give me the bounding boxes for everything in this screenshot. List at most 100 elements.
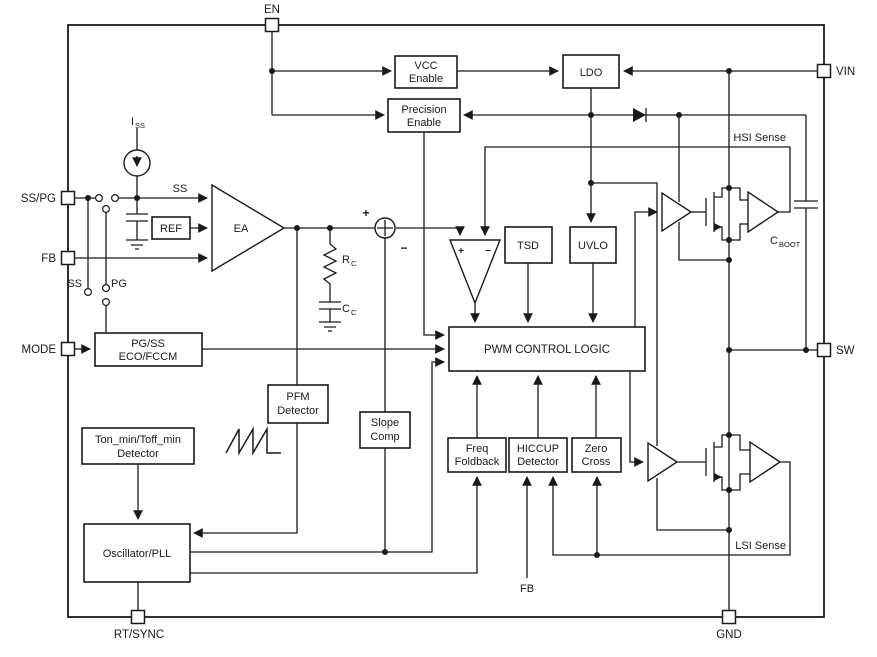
freq-label1: Freq xyxy=(466,443,489,455)
switch-contact xyxy=(101,284,110,293)
ls-mosfet-icon xyxy=(705,434,729,491)
ss-wire-label: SS xyxy=(173,183,188,195)
mode-pin-label: MODE xyxy=(22,344,57,356)
functional-blocks: VCC Enable Precision Enable LDO REF EA T… xyxy=(81,54,646,583)
pfm-to-osc xyxy=(193,423,298,538)
oscillator-block xyxy=(83,523,191,583)
slope-label2: Comp xyxy=(370,431,399,443)
wire-labels: I SS SS SS PG R C C C C BOOT HSI Sense L… xyxy=(67,116,800,595)
en-pin-label: EN xyxy=(264,4,280,16)
ls-sense-amplifier xyxy=(730,434,782,491)
ref-block xyxy=(151,216,191,240)
uvlo-block xyxy=(569,226,617,264)
precision-enable-block xyxy=(387,98,461,133)
hsi-sense-wire xyxy=(480,146,791,236)
oscillator-label: Oscillator/PLL xyxy=(103,548,171,560)
compensation-ground-icon xyxy=(319,321,341,332)
ss-capacitor-icon xyxy=(126,213,148,222)
iss-label-sub: SS xyxy=(135,121,145,130)
lsi-sense-label: LSI Sense xyxy=(735,540,786,552)
switch-contact xyxy=(101,205,110,214)
pfm-detector-block xyxy=(267,384,329,424)
gnd-pin-label: GND xyxy=(716,629,742,641)
pgss-label1: PG/SS xyxy=(131,338,165,350)
rtsync-pin-label: RT/SYNC xyxy=(114,629,164,641)
ls-gate-driver xyxy=(647,441,679,483)
compensation-capacitor-icon xyxy=(319,301,341,322)
vin-pin-label: VIN xyxy=(836,66,855,78)
hsi-sense-label: HSI Sense xyxy=(733,132,786,144)
pwm-to-hs-driver xyxy=(634,207,658,327)
zero-label1: Zero xyxy=(585,443,608,455)
junction-dots xyxy=(85,68,809,558)
tsd-label: TSD xyxy=(517,240,539,252)
ea-label: EA xyxy=(234,223,249,235)
pg-switch-label: PG xyxy=(111,278,127,290)
ton-label2: Detector xyxy=(117,448,159,460)
hs-driver-return xyxy=(678,222,729,261)
slope-comp-block xyxy=(359,411,411,449)
freq-label2: Foldback xyxy=(455,456,500,468)
pwm-control-logic-label: PWM CONTROL LOGIC xyxy=(484,344,610,356)
ss-switch-label: SS xyxy=(67,278,82,290)
sw-pin xyxy=(816,342,832,358)
sspg-pin-label: SS/PG xyxy=(21,193,56,205)
fb-pin-label: FB xyxy=(41,253,56,265)
fb-pin xyxy=(60,250,76,266)
cboot-label-main: C xyxy=(770,235,778,247)
pfm-label2: Detector xyxy=(277,405,319,417)
vcc-enable-label2: Enable xyxy=(409,73,443,85)
precision-enable-label1: Precision xyxy=(401,104,446,116)
vin-pin xyxy=(816,63,832,79)
vcc-enable-block xyxy=(394,55,458,89)
pfm-label1: PFM xyxy=(286,391,309,403)
summing-minus-label: − xyxy=(400,241,407,255)
slope-label1: Slope xyxy=(371,417,399,429)
rtsync-pin xyxy=(130,609,146,625)
hiccup-detector-block xyxy=(508,437,568,473)
switch-contact xyxy=(101,298,110,307)
hs-mosfet-icon xyxy=(705,187,729,241)
pwm-to-ls-driver xyxy=(629,371,644,467)
sw-pin-label: SW xyxy=(836,345,855,357)
sspg-switch-contacts xyxy=(83,194,119,307)
en-pin xyxy=(264,17,280,33)
ton-label1: Ton_min/Toff_min xyxy=(95,434,181,446)
switch-contact xyxy=(83,288,92,297)
switch-contact xyxy=(110,194,119,203)
diode-icon xyxy=(633,108,647,122)
wiring xyxy=(74,32,817,611)
tsd-block xyxy=(504,226,553,264)
vcc-enable-label1: VCC xyxy=(414,60,437,72)
zero-cross-block xyxy=(571,437,622,473)
pin-terminals: EN VIN SS/PG FB MODE SW RT/SYNC GND xyxy=(21,4,855,641)
hiccup-label2: Detector xyxy=(517,456,559,468)
osc-to-freq-foldback xyxy=(190,476,482,574)
pwm-control-logic-block xyxy=(448,326,646,372)
rc-label-sub: C xyxy=(351,259,357,268)
ic-boundary xyxy=(67,24,825,618)
compensation-resistor-icon xyxy=(322,228,338,302)
vcc-to-ls-driver xyxy=(591,182,658,446)
uvlo-label: UVLO xyxy=(578,240,608,252)
pwm-comparator xyxy=(448,239,502,305)
summing-plus-label: + xyxy=(362,206,369,220)
cboot-label-sub: BOOT xyxy=(779,240,801,249)
fb-bottom-label: FB xyxy=(520,583,534,595)
hs-sense-amplifier xyxy=(730,187,780,241)
sspg-pin xyxy=(60,190,76,206)
lsi-sense-wire xyxy=(548,461,791,556)
sawtooth-icon xyxy=(225,426,281,456)
iss-label-main: I xyxy=(131,116,134,128)
cc-label-sub: C xyxy=(351,308,357,317)
current-source-icon xyxy=(123,149,151,177)
pgss-label2: ECO/FCCM xyxy=(119,351,178,363)
error-amplifier xyxy=(211,183,286,273)
osc-to-pwm xyxy=(190,357,445,553)
hiccup-label1: HICCUP xyxy=(517,443,559,455)
cc-label-main: C xyxy=(342,303,350,315)
hs-gate-driver xyxy=(661,191,693,233)
ls-driver-return xyxy=(656,478,729,531)
